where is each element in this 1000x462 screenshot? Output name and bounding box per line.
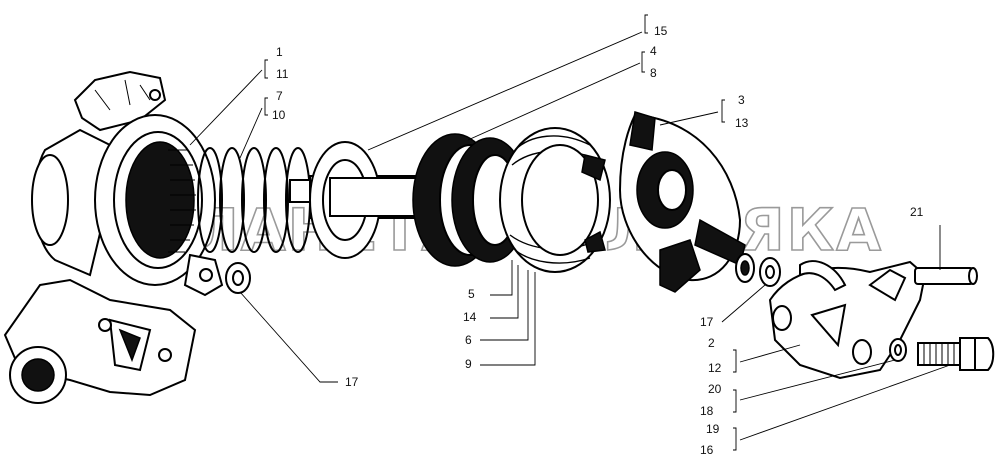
- callout-4: 4: [650, 44, 657, 58]
- callout-18: 18: [700, 404, 714, 418]
- callout-3: 3: [738, 93, 745, 107]
- callout-8: 8: [650, 66, 657, 80]
- callout-12: 12: [708, 361, 722, 375]
- callout-13: 13: [735, 116, 749, 130]
- callout-14: 14: [463, 310, 477, 324]
- washer-left: [225, 262, 251, 294]
- callout-15: 15: [654, 24, 668, 38]
- washer-right: [759, 257, 781, 287]
- callout-16: 16: [700, 443, 714, 457]
- spring: [197, 147, 311, 253]
- leader-lines: [189, 14, 951, 451]
- callout-19: 19: [706, 422, 720, 436]
- callout-10: 10: [272, 108, 286, 122]
- ring-nut: [499, 127, 611, 273]
- callout-7: 7: [276, 89, 283, 103]
- callout-labels: 1 11 7 10 15 4 8 3 13 21 5 14 6 9 17 17 …: [272, 24, 924, 457]
- bracket-plate: [768, 260, 927, 380]
- washer-small: [889, 338, 907, 362]
- callout-2: 2: [708, 336, 715, 350]
- callout-5: 5: [468, 287, 475, 301]
- callout-21: 21: [910, 205, 924, 219]
- callout-20: 20: [708, 382, 722, 396]
- callout-11: 11: [276, 67, 289, 81]
- pin: [914, 267, 978, 285]
- cover-with-tab: [618, 111, 755, 293]
- callout-1: 1: [276, 45, 283, 59]
- callout-17-left: 17: [345, 375, 359, 389]
- screw: [917, 337, 995, 371]
- callout-9: 9: [465, 357, 472, 371]
- callout-6: 6: [465, 333, 472, 347]
- coupling-head-housing: [3, 70, 224, 404]
- callout-17-right: 17: [700, 315, 714, 329]
